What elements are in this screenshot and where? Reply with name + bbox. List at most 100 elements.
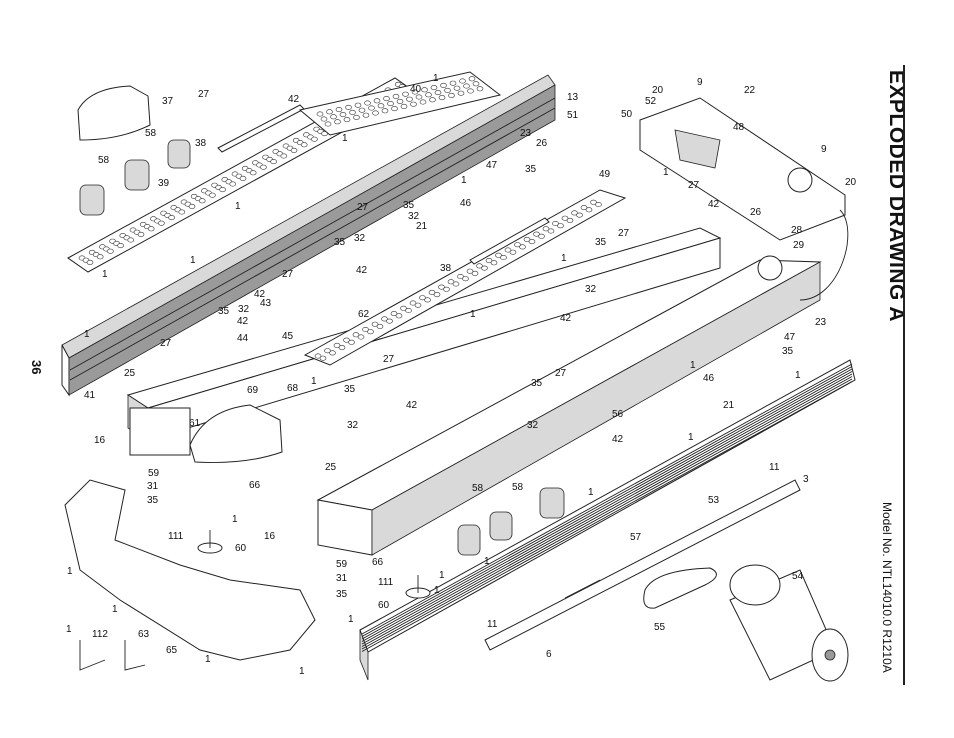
- deck-hole: [500, 255, 507, 261]
- base-cover-65: [64, 479, 316, 661]
- deck-hole: [372, 110, 379, 116]
- deck-hole: [349, 109, 356, 115]
- deck-hole: [96, 254, 104, 260]
- part-callout: 58: [512, 482, 524, 493]
- part-callout: 32: [347, 420, 359, 431]
- deck-hole: [387, 101, 394, 107]
- part-callout: 1: [588, 487, 594, 498]
- part-callout: 58: [472, 483, 484, 494]
- part-callout: 23: [815, 317, 827, 328]
- deck-hole: [459, 78, 466, 84]
- deck-hole: [595, 202, 602, 208]
- part-callout: 1: [205, 654, 211, 665]
- deck-hole: [463, 83, 470, 89]
- part-callout: 1: [561, 253, 567, 264]
- roller-54: [729, 564, 849, 682]
- part-callout: 32: [527, 420, 539, 431]
- tool-63: [124, 640, 146, 671]
- deck-hole: [137, 231, 145, 237]
- deck-hole: [343, 117, 351, 123]
- part-callout: 26: [750, 207, 762, 218]
- part-callout: 27: [555, 368, 567, 379]
- part-callout: 1: [84, 329, 90, 340]
- part-callout: 1: [299, 666, 305, 677]
- deck-hole: [452, 281, 460, 287]
- rail-rib: [361, 381, 853, 652]
- deck-hole: [519, 244, 526, 250]
- deck-hole: [352, 332, 360, 338]
- deck-hole: [414, 302, 422, 308]
- part-callout: 42: [237, 316, 249, 327]
- deck-hole: [453, 85, 461, 91]
- part-callout: 51: [567, 110, 579, 121]
- deck-hole: [316, 111, 324, 117]
- deck-hole: [490, 260, 498, 266]
- part-callout: 66: [372, 557, 384, 568]
- deck-hole: [354, 102, 362, 108]
- part-callout: 35: [147, 495, 159, 506]
- deck-hole: [495, 252, 502, 258]
- part-callout: 1: [190, 255, 196, 266]
- part-callout: 59: [148, 468, 160, 479]
- part-callout: 53: [708, 495, 720, 506]
- deck-hole: [542, 226, 550, 232]
- hood-69: [189, 404, 283, 464]
- deck-hole: [343, 337, 350, 343]
- deck-hole: [566, 217, 574, 223]
- roller-53: [484, 479, 801, 651]
- deck-hole: [576, 212, 583, 218]
- deck-hole: [381, 108, 389, 114]
- part-callout: 25: [124, 368, 136, 379]
- deck-hole: [376, 323, 384, 329]
- part-callout: 50: [621, 109, 633, 120]
- part-callout: 37: [162, 96, 174, 107]
- deck-hole: [438, 284, 445, 290]
- deck-hole: [585, 207, 593, 213]
- deck-hole: [415, 94, 423, 100]
- part-callout: 1: [102, 269, 108, 280]
- part-callout: 26: [536, 138, 548, 149]
- deck-hole: [358, 107, 366, 113]
- part-callout: 62: [358, 309, 370, 320]
- part-callout: 63: [138, 629, 150, 640]
- part-callout: 43: [260, 298, 272, 309]
- part-callout: 42: [560, 313, 572, 324]
- deck-hole: [561, 215, 569, 221]
- part-callout: 1: [434, 585, 440, 596]
- part-callout: 1: [66, 624, 72, 635]
- rail-rib: [361, 371, 853, 642]
- part-callout: 1: [484, 556, 490, 567]
- deck-hole: [467, 88, 474, 94]
- deck-hole: [424, 297, 431, 303]
- deck-hole: [433, 292, 441, 298]
- part-callout: 112: [92, 629, 108, 640]
- part-callout: 1: [470, 309, 476, 320]
- part-callout: 1: [311, 376, 317, 387]
- deck-hole: [580, 205, 588, 211]
- rail-rib: [361, 376, 853, 647]
- deck-hole: [457, 273, 464, 279]
- deck-hole: [107, 248, 114, 254]
- deck-hole: [444, 87, 451, 93]
- deck-hole: [400, 103, 408, 109]
- deck-hole: [117, 243, 124, 249]
- deck-hole: [249, 170, 257, 176]
- deck-62: [303, 189, 627, 366]
- deck-hole: [319, 355, 327, 361]
- part-callout: 1: [232, 514, 238, 525]
- tool-112: [79, 640, 106, 671]
- part-callout: 20: [845, 177, 857, 188]
- part-callout: 6: [546, 649, 552, 660]
- deck-hole: [409, 300, 417, 306]
- part-callout: 1: [663, 167, 669, 178]
- deck-hole: [557, 223, 564, 229]
- deck-hole: [538, 233, 545, 239]
- deck-hole: [362, 112, 370, 118]
- part-callout: 35: [344, 384, 356, 395]
- rail-rib: [361, 366, 853, 637]
- deck-hole: [481, 265, 488, 271]
- part-callout: 55: [654, 622, 666, 633]
- deck-hole: [377, 103, 385, 109]
- part-callout: 58: [145, 128, 157, 139]
